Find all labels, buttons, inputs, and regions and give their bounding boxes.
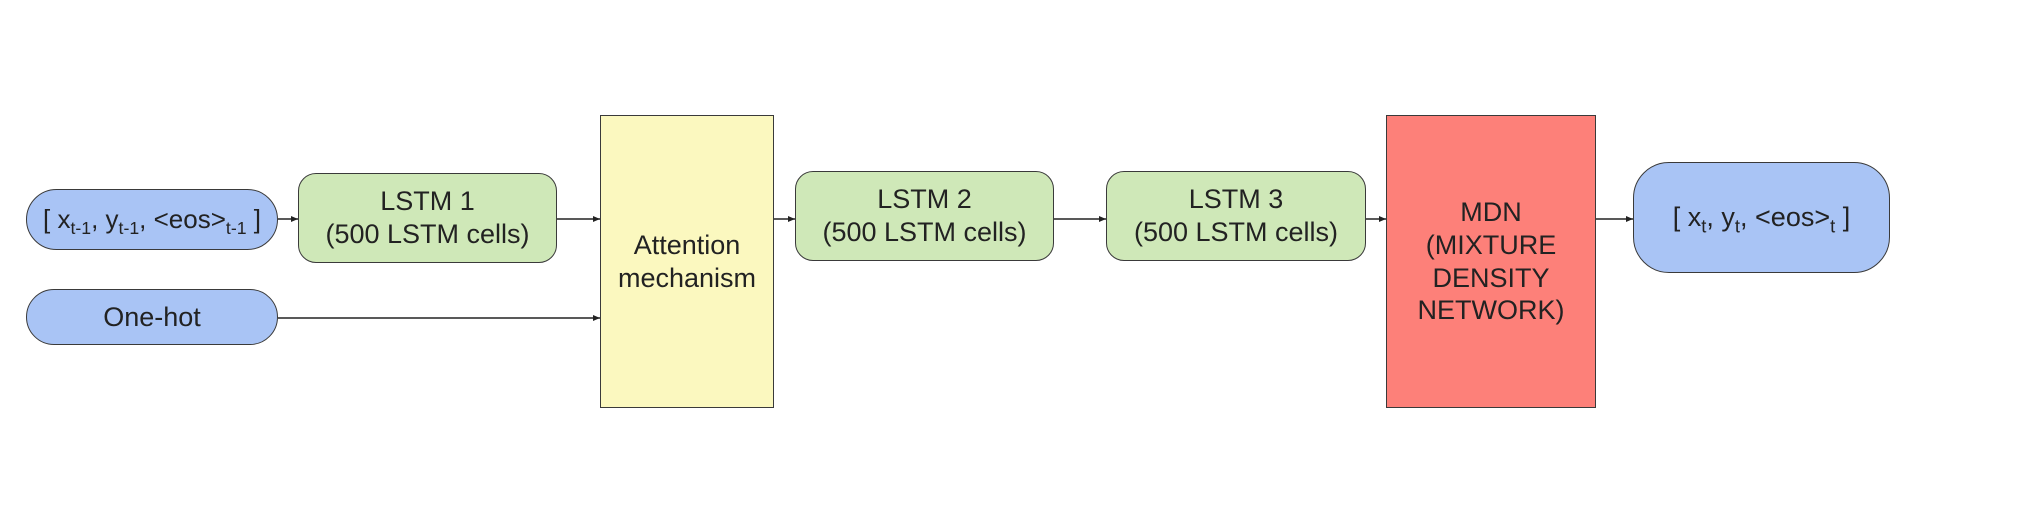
input-sequence-node: [ xt-1, yt-1, <eos>t-1 ] [26,189,278,250]
input-x-subscript: t-1 [70,217,92,238]
mdn-line2: (MIXTURE [1425,229,1557,260]
output-sep-2: , [1740,202,1756,233]
input-y: y [105,203,119,234]
mdn-node: MDN (MIXTURE DENSITY NETWORK) [1386,115,1596,408]
output-eos: <eos> [1755,202,1831,233]
mdn-line3: DENSITY [1432,262,1550,293]
output-close-bracket: ] [1835,202,1851,233]
mdn-line4: NETWORK) [1417,295,1565,326]
input-open-bracket: [ [43,203,58,234]
input-sep-2: , [139,203,154,234]
output-sequence-node: [ xt, yt, <eos>t ] [1633,162,1890,273]
lstm1-title: LSTM 1 [380,186,475,217]
output-y-subscript: t [1734,215,1741,237]
lstm2-node: LSTM 2 (500 LSTM cells) [795,171,1054,261]
lstm2-title: LSTM 2 [877,184,972,215]
input-eos-subscript: t-1 [225,217,247,238]
one-hot-node: One-hot [26,289,278,345]
output-open-bracket: [ [1672,202,1688,233]
attention-line2: mechanism [617,262,757,293]
output-x-subscript: t [1701,215,1707,237]
lstm1-node: LSTM 1 (500 LSTM cells) [298,173,557,263]
input-y-subscript: t-1 [118,217,140,238]
input-x: x [57,203,71,234]
mdn-line1: MDN [1460,196,1522,227]
input-sep-1: , [91,203,106,234]
output-y: y [1721,202,1735,233]
lstm1-detail: (500 LSTM cells) [325,219,530,249]
input-sequence-label: [ xt-1, yt-1, <eos>t-1 ] [43,203,261,238]
output-eos-subscript: t [1830,215,1836,237]
one-hot-label: One-hot [103,301,201,332]
lstm3-title: LSTM 3 [1188,184,1284,215]
attention-node: Attention mechanism [600,115,774,408]
lstm3-node: LSTM 3 (500 LSTM cells) [1106,171,1366,261]
attention-line1: Attention [633,229,741,260]
output-sep-1: , [1706,202,1722,233]
output-sequence-label: [ xt, yt, <eos>t ] [1672,201,1851,237]
input-eos: <eos> [153,203,226,234]
output-x: x [1687,202,1702,233]
input-close-bracket: ] [246,203,261,234]
lstm2-detail: (500 LSTM cells) [822,217,1027,247]
lstm3-detail: (500 LSTM cells) [1133,217,1339,247]
